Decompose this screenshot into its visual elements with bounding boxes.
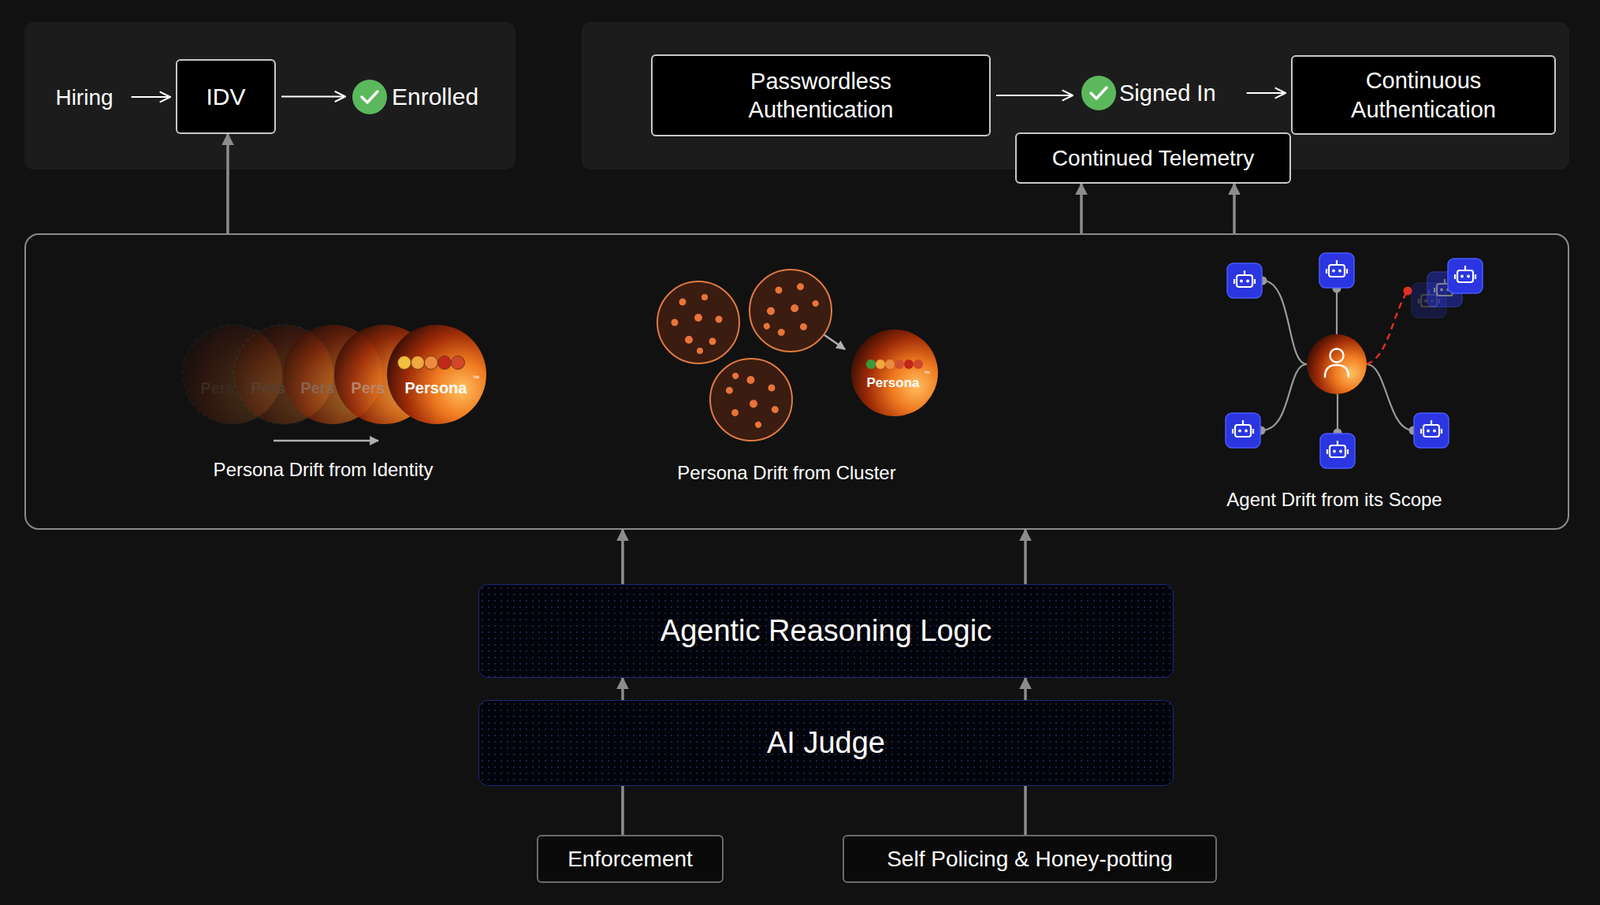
start-label: Hiring — [42, 77, 126, 117]
caption: Persona Drift from Cluster — [677, 461, 896, 485]
caption: Persona Drift from Identity — [213, 457, 434, 482]
node-text: Enrolled — [391, 81, 479, 112]
agent-scope-figure — [1225, 253, 1483, 469]
process-box: Continuous Authentication — [1291, 55, 1556, 135]
logic-layer: AI Judge — [478, 699, 1174, 786]
node-text: Continued Telemetry — [1052, 144, 1254, 172]
figure-label: Pers — [350, 379, 385, 396]
caption: Agent Drift from its Scope — [1226, 487, 1442, 512]
connector-arrow — [621, 529, 625, 585]
status-label: Signed In — [1078, 73, 1242, 113]
connector-arrow — [621, 785, 625, 835]
connector-arrow — [1246, 92, 1286, 94]
status-label: Enrolled — [350, 77, 504, 117]
figure-label: Pers — [200, 379, 235, 396]
connector-arrow — [1023, 785, 1027, 835]
node-text: Enforcement — [567, 844, 693, 873]
logic-layer: Agentic Reasoning Logic — [478, 584, 1174, 678]
connector-arrow — [281, 96, 346, 98]
panel — [24, 22, 516, 170]
persona-drift-figure — [182, 324, 487, 441]
node-text: Passwordless Authentication — [703, 66, 940, 125]
input-box: Self Policing & Honey-potting — [842, 834, 1217, 883]
input-box: Enforcement — [536, 834, 724, 883]
figure-label: Pers — [250, 379, 285, 396]
process-box: IDV — [175, 59, 276, 134]
node-text: Self Policing & Honey-potting — [886, 844, 1173, 873]
connector-arrow — [1079, 183, 1083, 234]
node-text: IDV — [205, 81, 246, 112]
figure-label: ™ — [923, 370, 931, 377]
figure-label: ™ — [472, 375, 480, 383]
figure-label: Persona — [405, 379, 468, 396]
connector-arrow — [621, 677, 625, 700]
figure-label: Pers — [300, 379, 335, 396]
connector-arrow — [226, 133, 230, 234]
node-text: Agentic Reasoning Logic — [660, 612, 992, 651]
connector-arrow — [1023, 677, 1027, 700]
node-text: Hiring — [55, 83, 113, 112]
node-text: AI Judge — [766, 724, 886, 763]
check-icon — [352, 79, 387, 115]
process-box: Passwordless Authentication — [651, 54, 991, 137]
node-text: Signed In — [1119, 78, 1217, 108]
figure-label: Persona — [866, 375, 920, 390]
connector-arrow — [1232, 183, 1236, 234]
connector-arrow — [996, 94, 1073, 97]
process-box: Continued Telemetry — [1015, 132, 1292, 184]
check-icon — [1081, 75, 1117, 111]
node-text: Continuous Authentication — [1292, 66, 1555, 124]
connector-arrow — [131, 96, 171, 98]
connector-arrow — [1023, 529, 1027, 585]
cluster-figure — [657, 269, 938, 441]
